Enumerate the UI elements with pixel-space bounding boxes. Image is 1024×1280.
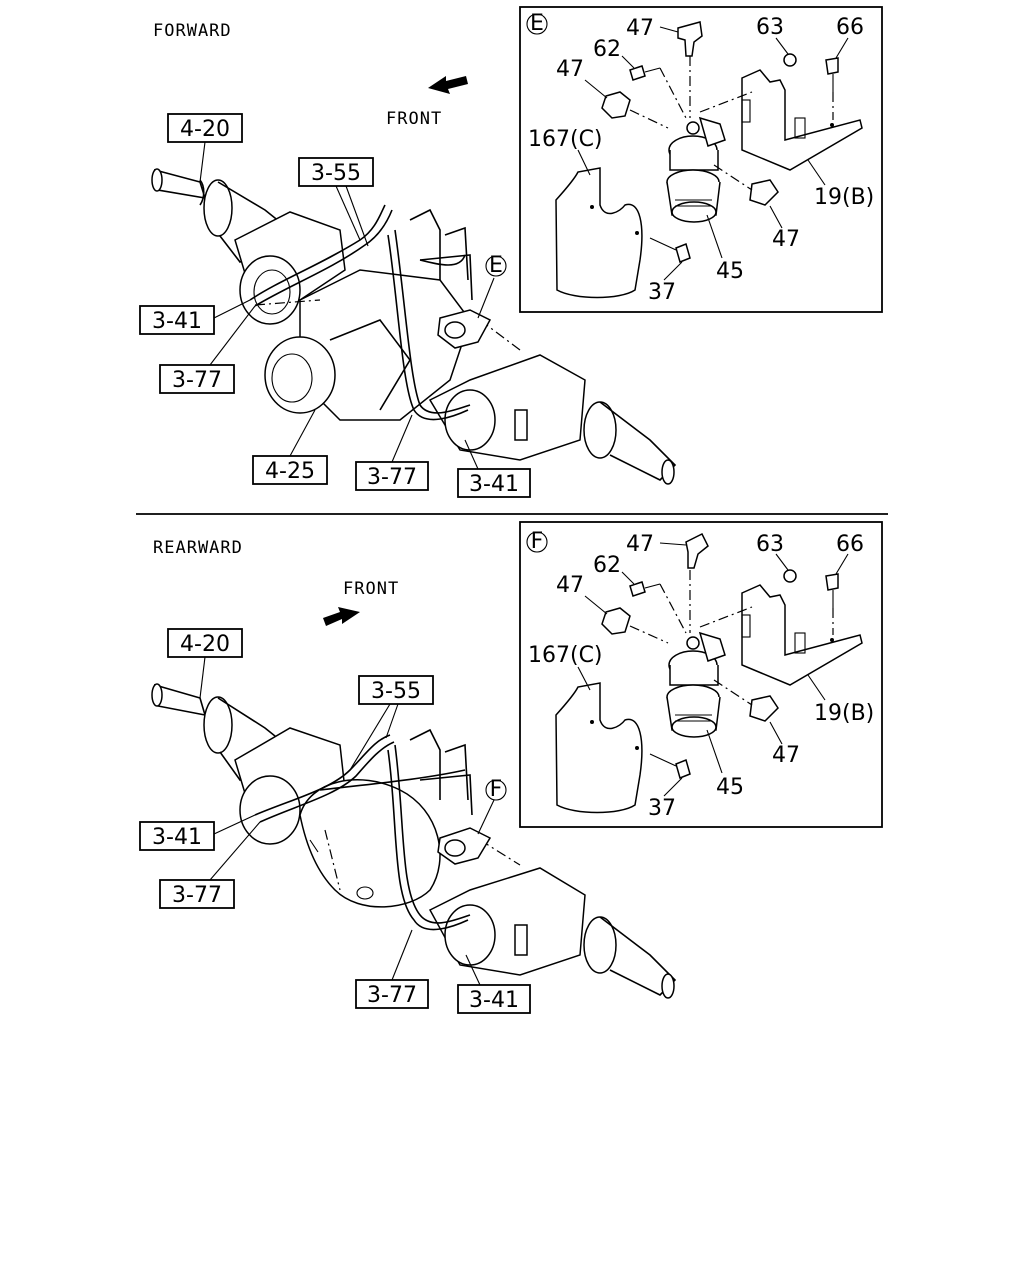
- detail-box-e: E: [519, 6, 883, 313]
- valve-45: [666, 631, 726, 738]
- label-fitting-47-left: 47: [556, 57, 584, 82]
- svg-text:3-55: 3-55: [311, 161, 361, 186]
- fitting-47-right: [749, 179, 779, 206]
- label-fitting-47-right: 47: [772, 227, 800, 252]
- rearward-section: REARWARD FRONT: [139, 521, 883, 1014]
- svg-text:3-77: 3-77: [172, 883, 222, 908]
- front-label: FRONT: [386, 109, 442, 129]
- bolt-62: [629, 581, 646, 597]
- detail-box-marker: [526, 13, 548, 35]
- ref-box-hose-right: 3-77: [355, 414, 429, 491]
- fitting-47-right: [749, 695, 779, 722]
- bolt-66: [825, 57, 839, 75]
- svg-text:E: E: [530, 11, 544, 36]
- svg-text:3-41: 3-41: [469, 472, 519, 497]
- detail-marker-f-label: F: [490, 777, 503, 802]
- svg-text:3-41: 3-41: [152, 309, 202, 334]
- ref-box-hose-left: 3-77: [159, 821, 261, 909]
- label-fitting-47-left: 47: [556, 573, 584, 598]
- ref-box-axle-shaft: 4-20: [167, 628, 243, 699]
- cover-167c: [555, 167, 643, 299]
- valve-45: [666, 116, 726, 223]
- front-label: FRONT: [343, 579, 399, 599]
- fitting-47-top: [677, 21, 703, 57]
- svg-text:3-41: 3-41: [152, 825, 202, 850]
- label-cover-167c: 167(C): [528, 127, 603, 152]
- fitting-47-left: [601, 91, 631, 119]
- label-nut-63: 63: [756, 15, 784, 40]
- svg-text:3-77: 3-77: [172, 368, 222, 393]
- label-cover-167c: 167(C): [528, 643, 603, 668]
- detail-marker-f: [485, 779, 507, 801]
- bracket-19b: [741, 584, 863, 686]
- ref-box-sensor-left: 3-41: [139, 299, 251, 335]
- section-title: REARWARD: [153, 538, 243, 558]
- label-valve-45: 45: [716, 775, 744, 800]
- bolt-66: [825, 573, 839, 591]
- bolt-37: [675, 242, 691, 264]
- label-bolt-62: 62: [593, 553, 621, 578]
- axle-assembly-drawing: [151, 168, 677, 485]
- label-bracket-19b: 19(B): [814, 185, 874, 210]
- bracket-19b: [741, 69, 863, 171]
- ref-box-differential: 4-25: [252, 409, 328, 485]
- label-bolt-37: 37: [648, 796, 676, 821]
- detail-box-f: F: [519, 521, 883, 828]
- svg-text:3-77: 3-77: [367, 465, 417, 490]
- cover-167c: [555, 682, 643, 814]
- ref-box-sensor-right: 3-41: [457, 439, 531, 498]
- ref-box-hose-pair: 3-55: [298, 157, 374, 247]
- front-arrow-icon: [428, 76, 468, 94]
- nut-63: [783, 569, 797, 583]
- nut-63: [783, 53, 797, 67]
- label-valve-45: 45: [716, 259, 744, 284]
- label-bolt-37: 37: [648, 280, 676, 305]
- svg-text:F: F: [531, 529, 544, 554]
- sensor-e: [437, 309, 492, 349]
- label-nut-63: 63: [756, 532, 784, 557]
- fitting-47-top: [685, 532, 709, 569]
- detail-marker-e: [485, 255, 507, 277]
- detail-marker-e-label: E: [489, 253, 503, 278]
- label-fitting-47-top: 47: [626, 532, 654, 557]
- ref-box-hose-left: 3-77: [159, 305, 256, 394]
- front-arrow-icon: [323, 607, 360, 626]
- svg-text:4-25: 4-25: [265, 459, 315, 484]
- svg-text:4-20: 4-20: [180, 117, 230, 142]
- fitting-47-left: [601, 607, 631, 635]
- label-fitting-47-right: 47: [772, 743, 800, 768]
- label-bolt-62: 62: [593, 37, 621, 62]
- ref-box-hose-pair: 3-55: [349, 675, 434, 771]
- label-fitting-47-top: 47: [626, 16, 654, 41]
- bolt-37: [675, 758, 691, 780]
- sensor-f: [437, 827, 492, 865]
- svg-text:4-20: 4-20: [180, 632, 230, 657]
- ref-box-hose-right: 3-77: [355, 929, 429, 1009]
- axle-assembly-drawing: [151, 683, 677, 999]
- section-title: FORWARD: [153, 21, 232, 41]
- label-bracket-19b: 19(B): [814, 701, 874, 726]
- svg-text:3-55: 3-55: [371, 679, 421, 704]
- ref-box-sensor-right: 3-41: [457, 954, 531, 1014]
- ref-box-sensor-left: 3-41: [139, 814, 256, 851]
- label-bolt-66: 66: [836, 15, 864, 40]
- label-bolt-66: 66: [836, 532, 864, 557]
- svg-text:3-77: 3-77: [367, 983, 417, 1008]
- svg-text:3-41: 3-41: [469, 988, 519, 1013]
- forward-section: FORWARD FRONT: [139, 6, 883, 498]
- bolt-62: [629, 65, 646, 81]
- detail-box-marker: [526, 531, 548, 553]
- ref-box-axle-shaft: 4-20: [167, 113, 243, 183]
